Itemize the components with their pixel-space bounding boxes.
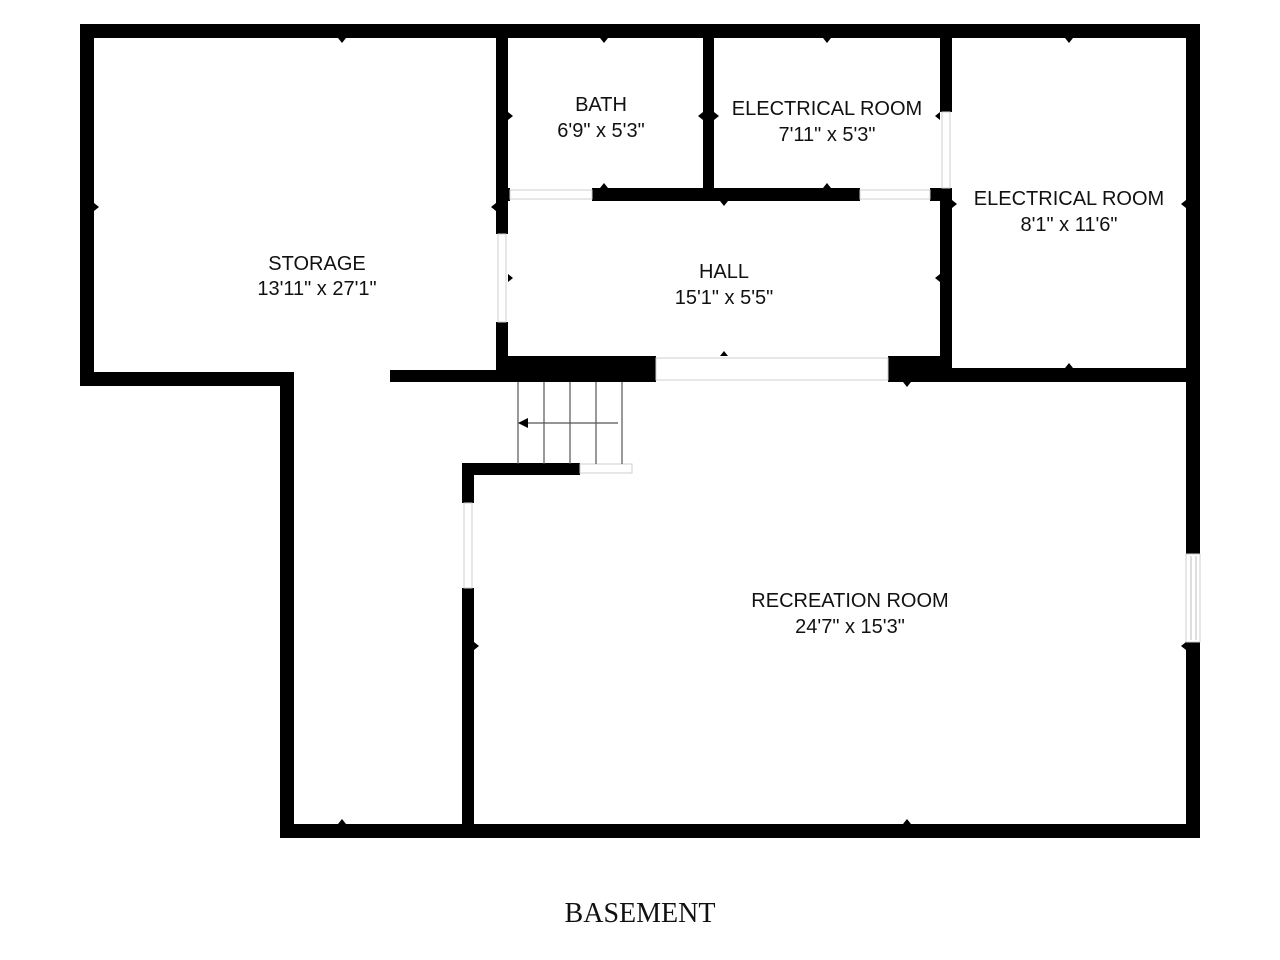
wall-left-upper — [80, 24, 94, 386]
wall-electrical-electrical — [940, 24, 952, 112]
doorway-electrical1-electrical2 — [941, 111, 951, 189]
room-recreation-name: RECREATION ROOM — [751, 590, 948, 612]
wall-right — [1186, 24, 1200, 838]
room-storage-name: STORAGE — [268, 253, 365, 275]
stair-landing — [579, 463, 633, 474]
wall-recreation-top-left — [462, 463, 580, 475]
room-recreation-dims: 24'7" x 15'3" — [795, 616, 905, 638]
wall-storage-bath — [496, 24, 508, 234]
wall-hall-right-stub — [930, 188, 952, 201]
doorway-bath-hall — [509, 189, 593, 200]
room-electrical-2-name: ELECTRICAL ROOM — [974, 188, 1164, 210]
room-electrical-1: ELECTRICAL ROOM 7'11" x 5'3" — [732, 98, 922, 146]
room-electrical-2-dims: 8'1" x 11'6" — [1020, 214, 1117, 236]
doorway-electrical-hall — [859, 189, 931, 200]
wall-bath-hall — [592, 188, 716, 201]
wall-bath-electrical — [703, 24, 714, 200]
room-hall-name: HALL — [699, 261, 749, 283]
room-storage-dims: 13'11" x 27'1" — [257, 278, 376, 300]
wall-storage-step — [80, 372, 294, 386]
wall-storage-ledge — [390, 370, 510, 382]
wall-hall-bottom-left — [496, 356, 656, 382]
floor-title: BASEMENT — [565, 898, 716, 929]
room-hall-dims: 15'1" x 5'5" — [675, 287, 774, 309]
room-bath-dims: 6'9" x 5'3" — [557, 120, 644, 142]
window-recreation — [1185, 553, 1201, 643]
staircase — [517, 382, 623, 464]
wall-electrical-hall — [714, 188, 860, 201]
wall-bottom — [280, 824, 1200, 838]
wall-recreation-left-upper — [462, 463, 474, 503]
wall-left-lower — [280, 372, 294, 838]
room-electrical-1-dims: 7'11" x 5'3" — [778, 124, 875, 146]
room-bath: BATH 6'9" x 5'3" — [557, 94, 644, 142]
wall-recreation-left-lower — [462, 588, 474, 838]
wall-electrical2-bottom — [940, 368, 1200, 382]
interior-walls — [390, 24, 1200, 838]
wall-bath-left-stub — [496, 188, 510, 201]
room-hall: HALL 15'1" x 5'5" — [675, 261, 774, 309]
room-electrical-1-name: ELECTRICAL ROOM — [732, 98, 922, 120]
room-bath-name: BATH — [575, 94, 627, 116]
room-recreation: RECREATION ROOM 24'7" x 15'3" — [751, 590, 948, 638]
dimension-markers — [94, 38, 1186, 824]
doorway-hall-recreation — [655, 357, 889, 381]
outer-walls — [80, 24, 1200, 838]
doorway-storage-recreation — [463, 502, 473, 589]
room-electrical-2: ELECTRICAL ROOM 8'1" x 11'6" — [974, 188, 1164, 236]
room-storage: STORAGE 13'11" x 27'1" — [257, 253, 376, 300]
wall-top — [80, 24, 1200, 38]
wall-electrical2-hall — [940, 188, 952, 382]
openings — [463, 111, 1201, 643]
stair-direction-arrow-icon — [518, 418, 528, 428]
doorway-storage-hall — [497, 233, 507, 323]
